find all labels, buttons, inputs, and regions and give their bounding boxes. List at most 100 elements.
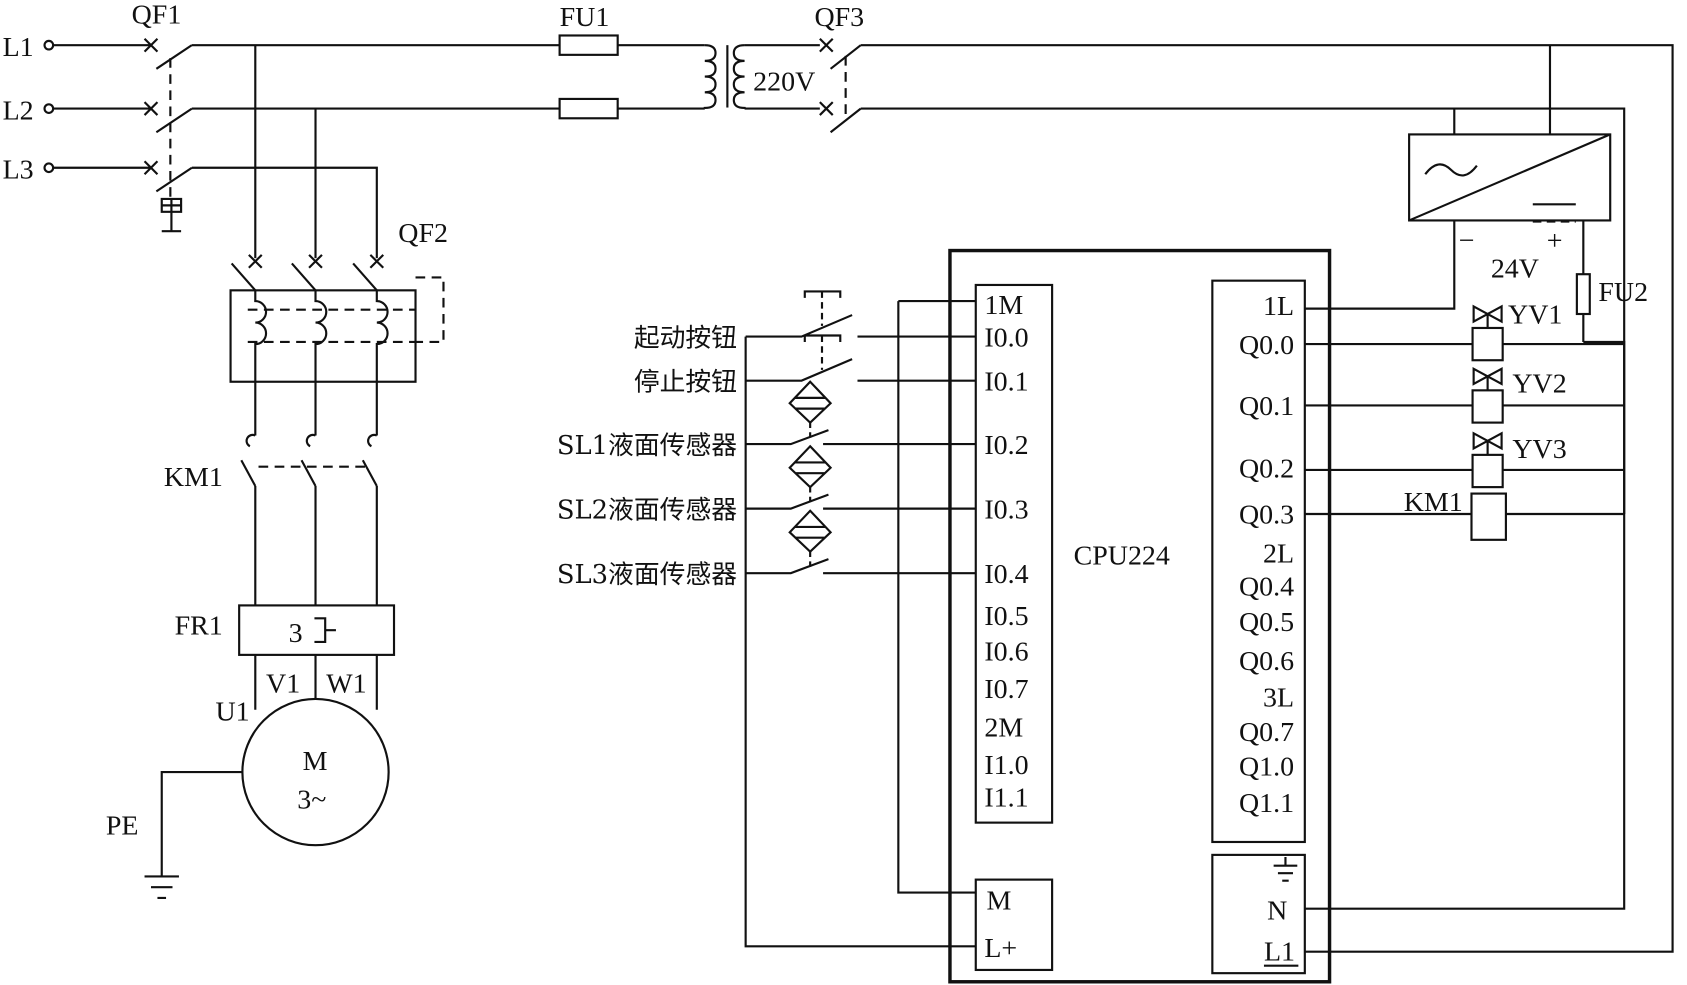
input-device-label: 起动按钮 bbox=[634, 323, 737, 353]
qf1-label: QF1 bbox=[132, 0, 182, 31]
earth-terminal-icon bbox=[1273, 857, 1298, 882]
level-switch-contact bbox=[745, 558, 976, 575]
transformer: 220V bbox=[703, 44, 820, 110]
level-sensor-icon bbox=[788, 444, 833, 489]
input-terminal-label: I0.6 bbox=[984, 636, 1028, 667]
terminal-l3-icon bbox=[43, 162, 55, 174]
pe-label: PE bbox=[106, 810, 139, 841]
output-terminal-label: 3L bbox=[1263, 682, 1294, 713]
terminal-l1-label: L1 bbox=[1264, 936, 1295, 967]
l3-label: L3 bbox=[3, 155, 34, 186]
ground-icon bbox=[144, 771, 244, 899]
terminal-n-label: N bbox=[1267, 895, 1287, 926]
input-device-label: SL2液面传感器 bbox=[557, 495, 737, 525]
level-switch-contact bbox=[745, 429, 976, 446]
output-terminal-label: 1L bbox=[1263, 291, 1294, 322]
input-terminal-label: I0.3 bbox=[984, 494, 1028, 525]
w1-label: W1 bbox=[326, 669, 366, 700]
level-switch-contact bbox=[745, 493, 976, 510]
output-terminal-label: Q0.4 bbox=[1239, 572, 1294, 603]
yv3-coil bbox=[1471, 453, 1504, 489]
output-terminal-label: Q0.3 bbox=[1239, 500, 1294, 531]
qf1-breaker: QF1 bbox=[132, 0, 560, 259]
level-sensor-icon bbox=[788, 380, 833, 425]
fr1-overload-relay: FR1 3 U1 V1 W1 bbox=[175, 604, 396, 727]
motor-phase-label: 3~ bbox=[297, 785, 326, 816]
sensor-supply-terminal-block bbox=[974, 878, 1054, 972]
output-terminal-label: Q1.0 bbox=[1239, 751, 1294, 782]
level-sensor-icon bbox=[788, 509, 833, 554]
power-terminal-block bbox=[1211, 853, 1306, 975]
qf2-label: QF2 bbox=[398, 218, 448, 249]
l1-label: L1 bbox=[3, 32, 34, 63]
transformer-voltage-label: 220V bbox=[753, 66, 815, 97]
terminal-m-label: M bbox=[987, 886, 1012, 917]
motor-symbol-label: M bbox=[303, 746, 328, 777]
input-terminal-label: 1M bbox=[984, 290, 1023, 321]
qf3-label: QF3 bbox=[814, 2, 864, 33]
km1-coil bbox=[1470, 492, 1507, 541]
fr1-poles-label: 3 bbox=[289, 618, 303, 649]
input-terminal-label: I0.0 bbox=[984, 322, 1028, 353]
input-terminal-block bbox=[974, 283, 1054, 824]
km1-coil-label: KM1 bbox=[1404, 487, 1463, 518]
yv1-coil bbox=[1471, 326, 1504, 362]
dc-voltage-label: 24V bbox=[1491, 253, 1539, 284]
dc-minus-label: − bbox=[1459, 225, 1475, 256]
output-loads: YV1 YV2 YV3 KM1 bbox=[1304, 300, 1625, 541]
terminal-l2-icon bbox=[43, 103, 55, 114]
dc-power-supply: − + 24V FU2 bbox=[1304, 133, 1648, 515]
output-terminal-label: Q0.0 bbox=[1239, 330, 1294, 361]
v1-label: V1 bbox=[266, 669, 300, 700]
u1-label: U1 bbox=[216, 696, 250, 727]
solenoid-valve-icon bbox=[1472, 431, 1503, 455]
yv2-coil bbox=[1471, 389, 1504, 424]
terminal-lplus-label: L+ bbox=[984, 933, 1017, 964]
plc-cpu: CPU224 M L+ N L1 1MI0.0I0.1I0.2I0.3I0.4I… bbox=[897, 248, 1332, 984]
input-terminal-label: I1.1 bbox=[984, 782, 1028, 813]
output-terminal-label: Q0.5 bbox=[1239, 607, 1294, 638]
thermal-element-icon bbox=[314, 617, 336, 644]
km1-contact-label: KM1 bbox=[164, 462, 223, 493]
ac-symbol-icon bbox=[1424, 163, 1478, 177]
solenoid-valve-icon bbox=[1472, 304, 1503, 328]
input-terminal-label: I0.4 bbox=[984, 559, 1028, 590]
output-terminal-label: Q1.1 bbox=[1239, 788, 1294, 819]
qf2-breaker: QF2 bbox=[229, 45, 448, 436]
output-terminal-label: 2L bbox=[1263, 538, 1294, 569]
input-terminal-label: I0.1 bbox=[984, 366, 1028, 397]
input-device-label: SL1液面传感器 bbox=[557, 431, 737, 461]
input-terminal-label: I0.5 bbox=[984, 601, 1028, 632]
output-terminal-label: Q0.1 bbox=[1239, 391, 1294, 422]
qf1-trip-icon bbox=[160, 197, 183, 233]
output-terminal-label: Q0.6 bbox=[1239, 646, 1294, 677]
yv2-label: YV2 bbox=[1512, 368, 1566, 399]
terminal-l1-icon bbox=[43, 39, 55, 51]
output-terminal-label: Q0.7 bbox=[1239, 717, 1294, 748]
cpu-model-label: CPU224 bbox=[1074, 541, 1170, 572]
input-terminal-label: I0.2 bbox=[984, 430, 1028, 461]
fu1-fuse: FU1 bbox=[558, 2, 705, 120]
input-device-label: 停止按钮 bbox=[634, 367, 737, 397]
km1-main-contacts: KM1 bbox=[164, 433, 378, 606]
mains-input: L1 L2 L3 bbox=[3, 32, 151, 186]
output-terminal-block bbox=[1211, 279, 1306, 844]
dc-plus-label: + bbox=[1547, 225, 1563, 256]
yv1-label: YV1 bbox=[1508, 300, 1562, 331]
fu1-label: FU1 bbox=[560, 2, 610, 33]
input-terminal-label: I1.0 bbox=[984, 750, 1028, 781]
input-terminal-label: 2M bbox=[984, 713, 1023, 744]
cpu-body bbox=[948, 248, 1332, 984]
l2-label: L2 bbox=[3, 95, 34, 126]
yv3-label: YV3 bbox=[1512, 434, 1566, 465]
motor: M 3~ PE bbox=[106, 697, 390, 899]
fu2-fuse bbox=[1575, 273, 1591, 316]
fu2-label: FU2 bbox=[1598, 277, 1648, 308]
input-device-label: SL3液面传感器 bbox=[557, 560, 737, 590]
output-terminal-label: Q0.2 bbox=[1239, 453, 1294, 484]
solenoid-valve-icon bbox=[1472, 367, 1503, 391]
input-terminal-label: I0.7 bbox=[984, 674, 1028, 705]
